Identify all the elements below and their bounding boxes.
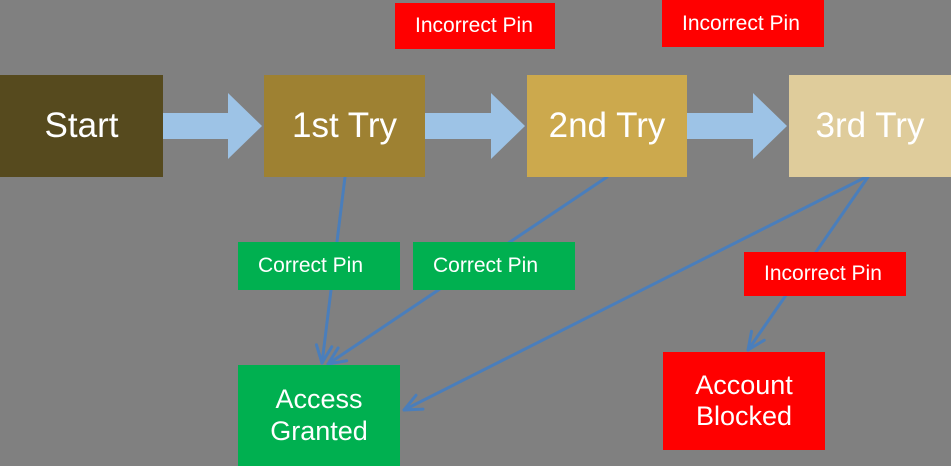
node-start[interactable]: Start	[0, 75, 163, 177]
node-1st-try-label: 1st Try	[291, 105, 398, 145]
node-account-blocked[interactable]: Account Blocked	[663, 352, 825, 450]
node-2nd-try-label: 2nd Try	[548, 105, 666, 145]
node-1st-try[interactable]: 1st Try	[264, 75, 425, 177]
edge-label-correct-pin-2[interactable]: Correct Pin	[413, 242, 575, 290]
node-access-granted-label: Access Granted	[270, 384, 368, 446]
node-3rd-try[interactable]: 3rd Try	[789, 75, 951, 177]
edge-label-correct-pin-1[interactable]: Correct Pin	[238, 242, 400, 290]
edge-label-text: Incorrect Pin	[682, 11, 800, 35]
connector-try3-blocked-arrowhead	[746, 329, 766, 352]
connector-try1-access-arrowhead	[314, 343, 334, 365]
node-access-granted[interactable]: Access Granted	[238, 365, 400, 466]
node-3rd-try-label: 3rd Try	[815, 105, 925, 145]
node-account-blocked-label: Account Blocked	[695, 369, 793, 431]
connector-try3-access-arrowhead	[402, 393, 425, 412]
edge-label-text: Correct Pin	[433, 254, 539, 277]
edge-label-incorrect-pin-2[interactable]: Incorrect Pin	[662, 0, 824, 47]
edge-label-text: Correct Pin	[258, 254, 364, 277]
arrow-try2-try3	[687, 93, 787, 159]
edge-label-incorrect-pin-3[interactable]: Incorrect Pin	[744, 252, 906, 296]
edge-label-text: Incorrect Pin	[764, 262, 882, 285]
edge-label-incorrect-pin-1[interactable]: Incorrect Pin	[395, 3, 555, 49]
connector-try2-access-arrowhead	[326, 346, 349, 366]
node-start-label: Start	[44, 105, 119, 145]
edge-label-text: Incorrect Pin	[415, 14, 533, 37]
node-2nd-try[interactable]: 2nd Try	[527, 75, 687, 177]
arrow-try1-try2	[425, 93, 525, 159]
arrow-start-try1	[163, 93, 262, 159]
